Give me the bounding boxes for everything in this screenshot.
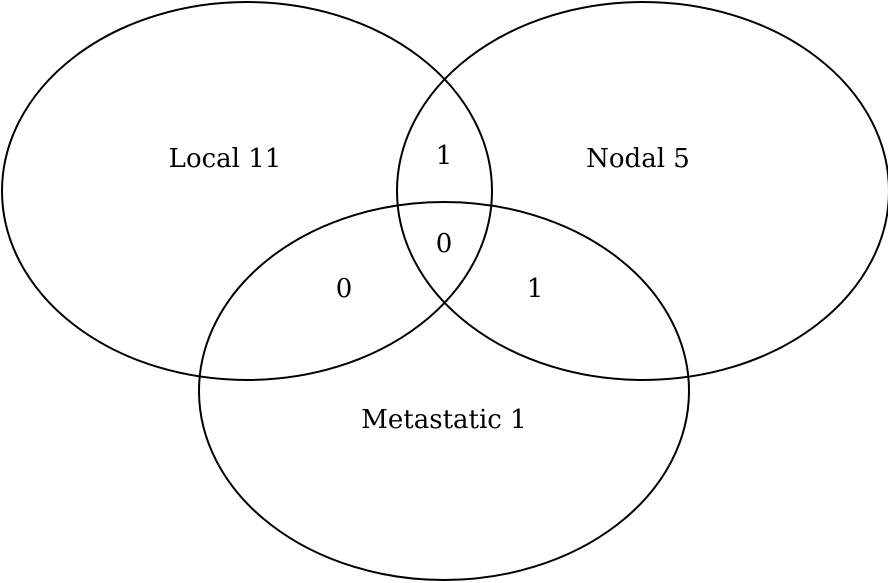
nodal-set-label: Nodal 5 <box>586 144 690 174</box>
local-metastatic-count: 0 <box>336 274 353 304</box>
metastatic-set-ellipse <box>198 201 690 581</box>
metastatic-set-label: Metastatic 1 <box>361 405 526 435</box>
all-three-count: 0 <box>436 229 453 259</box>
local-set-label: Local 11 <box>169 144 282 174</box>
nodal-metastatic-count: 1 <box>527 274 544 304</box>
local-nodal-count: 1 <box>436 141 453 171</box>
nodal-set-ellipse <box>396 1 888 381</box>
local-set-ellipse <box>1 1 493 381</box>
